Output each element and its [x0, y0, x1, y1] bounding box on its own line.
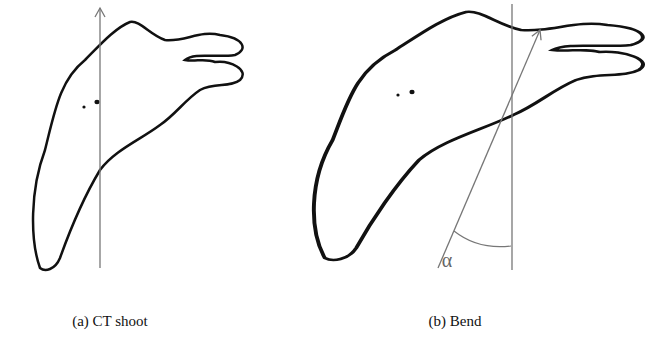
vertical-axis	[511, 4, 512, 270]
angle-symbol: α	[442, 250, 452, 270]
subfigure-caption: (b) Bend	[429, 314, 482, 329]
bone-outline-a	[33, 22, 243, 270]
bone-outline-b	[314, 12, 643, 260]
angle-arc	[454, 231, 511, 247]
subfigure-caption: (a) CT shoot	[72, 314, 148, 329]
bend-axis	[438, 30, 540, 268]
shoot-axis	[99, 8, 100, 268]
